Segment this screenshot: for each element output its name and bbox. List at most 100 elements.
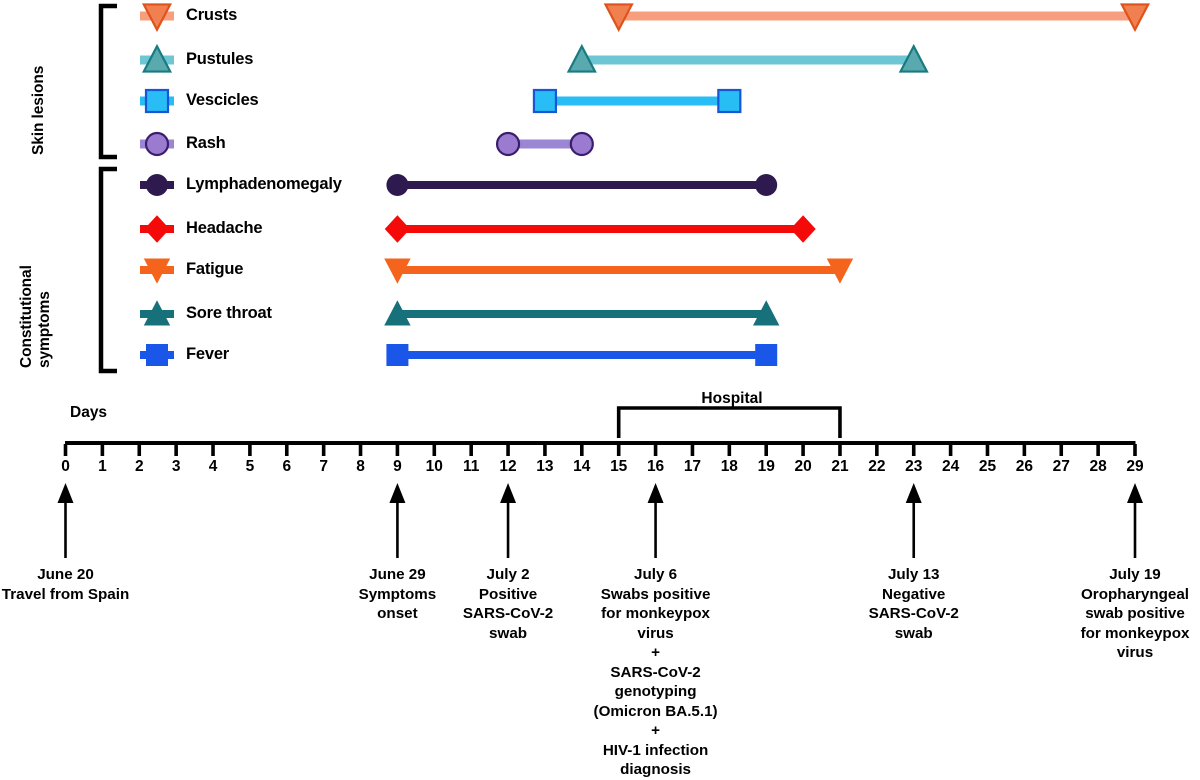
axis-tick-label-20: 20 [794,458,812,475]
marker-diamond [144,215,170,243]
event-annotation-line: Positive [478,585,538,603]
event-annotation-line: swab positive [1085,605,1185,622]
event-arrow-head [647,483,664,503]
axis-tick-label-13: 13 [536,458,554,475]
marker-diamond [384,215,411,243]
marker-triangle-down [141,3,173,33]
event-annotation-line: SARS-CoV-2 [462,605,554,622]
axis-tick-label-11: 11 [462,458,480,475]
axis-tick-label-4: 4 [208,458,218,475]
axis-tick-label-26: 26 [1015,458,1033,475]
marker-triangle-down [603,3,634,33]
axis-tick-label-22: 22 [868,458,886,475]
axis-tick-label-16: 16 [646,458,665,475]
axis-tick-label-24: 24 [941,458,960,475]
event-annotation-line: + [651,644,660,661]
axis-tick-label-14: 14 [573,458,591,475]
event-arrow-head [905,483,922,503]
group-bracket-constitutional-symptoms [98,166,117,374]
marker-square [146,344,168,366]
axis-tick-label-15: 15 [610,458,628,475]
series-label-lymphadenomegaly[interactable]: Lymphadenomegaly [186,175,342,193]
group-label-line-1: Constitutional [18,265,35,368]
event-annotation-line: swab [489,624,528,642]
axis-tick-label-10: 10 [425,458,443,475]
series-label-pustules[interactable]: Pustules [186,50,254,68]
event-annotation-line: July 19 [1109,566,1161,583]
event-annotation-line: Travel from Spain [1,585,130,603]
event-annotation-line: SARS-CoV-2 [610,663,701,681]
series-label-fever[interactable]: Fever [186,345,230,363]
timeline-bar [397,181,767,189]
marker-circle [495,131,521,157]
event-annotation-line: Negative [882,585,946,603]
marker-square [386,344,409,366]
group-label-constitutional-symptoms: Constitutional symptoms [18,265,54,368]
marker-circle [569,131,594,157]
axis-tick-label-3: 3 [171,458,181,475]
event-annotation-line: (Omicron BA.5.1) [593,702,718,720]
marker-circle [386,174,409,196]
axis-tick-label-12: 12 [499,458,517,475]
event-annotation-line: swab [894,624,933,642]
event-arrow-head [500,483,517,503]
axis-tick-label-21: 21 [831,458,849,475]
event-annotation-line: virus [1116,644,1154,661]
marker-diamond [790,215,816,243]
series-label-rash[interactable]: Rash [186,134,226,152]
event-annotation-line: June 20 [37,566,94,583]
group-label-line-2: symptoms [36,291,53,368]
event-annotation-line: July 13 [887,566,940,583]
event-annotation-line: HIV-1 infection [602,741,709,759]
axis-tick-label-19: 19 [757,458,775,475]
marker-triangle-up [143,300,171,326]
axis-caption-days: Days [70,404,108,421]
marker-circle [755,174,778,196]
marker-triangle-up [141,43,173,73]
marker-triangle-down [143,258,171,284]
axis-tick-label-7: 7 [319,458,328,475]
event-annotation-line: SARS-CoV-2 [868,605,959,622]
marker-triangle-up [566,43,597,73]
marker-triangle-down [826,258,854,284]
axis-tick-label-29: 29 [1126,458,1144,475]
group-bracket-skin-lesions [98,3,117,160]
marker-square [717,88,742,114]
event-annotation-line: genotyping [614,683,697,700]
series-label-vescicles[interactable]: Vescicles [186,91,259,109]
marker-square [144,88,170,114]
axis-tick-label-5: 5 [245,458,255,475]
hospital-bracket-label: Hospital [701,390,763,407]
timeline-bar [508,139,582,149]
series-label-fatigue[interactable]: Fatigue [186,260,244,278]
event-arrow-head [57,483,74,503]
marker-square [755,344,778,366]
axis-tick-label-1: 1 [98,458,107,475]
timeline-bar [618,11,1135,21]
event-annotation-line: + [651,722,660,739]
event-annotation-line: Swabs positive [600,585,711,603]
marker-triangle-up [753,300,780,326]
hospital-bracket [616,406,842,438]
marker-circle [146,174,168,196]
marker-triangle-up [898,43,929,73]
timeline-bar [397,225,804,233]
event-annotation-line: July 6 [634,566,678,583]
marker-circle [144,131,170,157]
axis-tick-label-17: 17 [683,458,702,475]
timeline-bar [544,96,730,106]
marker-triangle-up [384,300,411,326]
axis-tick-label-9: 9 [393,458,402,475]
event-annotation-line: onset [377,605,418,622]
series-label-sore-throat[interactable]: Sore throat [186,304,272,322]
series-label-headache[interactable]: Headache [186,219,263,237]
event-annotation-line: for monkeypox [601,605,710,622]
event-annotation-line: July 2 [486,566,530,583]
event-arrow-head [389,483,406,503]
series-label-crusts[interactable]: Crusts [186,6,238,24]
axis-tick-label-2: 2 [134,458,144,475]
